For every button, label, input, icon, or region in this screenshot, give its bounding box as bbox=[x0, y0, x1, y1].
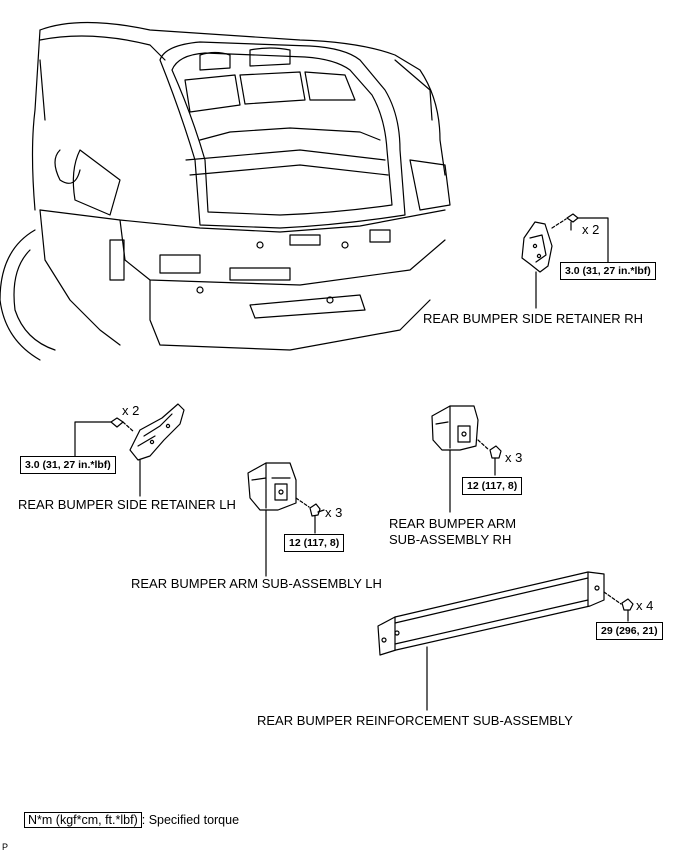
label-arm-lh: REAR BUMPER ARM SUB-ASSEMBLY LH bbox=[131, 576, 382, 591]
label-arm-rh-line2: SUB-ASSEMBLY RH bbox=[389, 532, 512, 547]
torque-arm-rh: 12 (117, 8) bbox=[462, 477, 523, 495]
label-side-retainer-lh: REAR BUMPER SIDE RETAINER LH bbox=[18, 497, 236, 512]
reinforcement-part bbox=[377, 571, 605, 656]
side-retainer-rh-dash bbox=[551, 218, 567, 229]
legend-description: : Specified torque bbox=[141, 813, 240, 827]
qty-side-retainer-rh: x 2 bbox=[582, 222, 600, 237]
qty-side-retainer-lh: x 2 bbox=[122, 403, 140, 418]
torque-side-retainer-rh: 3.0 (31, 27 in.*lbf) bbox=[560, 262, 656, 280]
label-side-retainer-rh: REAR BUMPER SIDE RETAINER RH bbox=[423, 311, 644, 326]
corner-mark: P bbox=[2, 842, 9, 852]
label-arm-rh-line1: REAR BUMPER ARM bbox=[389, 516, 517, 531]
side-retainer-rh-leader bbox=[577, 217, 609, 263]
torque-arm-lh: 12 (117, 8) bbox=[284, 534, 345, 552]
legend-units-box: N*m (kgf*cm, ft.*lbf) bbox=[24, 812, 142, 828]
reinforcement-dash bbox=[603, 591, 622, 605]
side-retainer-rh-part bbox=[521, 221, 553, 273]
side-retainer-lh-leader bbox=[74, 421, 112, 457]
qty-reinforcement: x 4 bbox=[636, 598, 654, 613]
torque-legend: N*m (kgf*cm, ft.*lbf): Specified torque bbox=[24, 812, 239, 828]
arm-rh-bolt bbox=[489, 445, 502, 459]
arm-rh-part bbox=[431, 405, 479, 451]
arm-lh-part bbox=[247, 462, 297, 511]
torque-reinforcement: 29 (296, 21) bbox=[596, 622, 663, 640]
label-reinforcement: REAR BUMPER REINFORCEMENT SUB-ASSEMBLY bbox=[257, 713, 573, 728]
qty-arm-lh: x 3 bbox=[325, 505, 343, 520]
side-retainer-rh-clip bbox=[566, 213, 579, 231]
torque-side-retainer-lh: 3.0 (31, 27 in.*lbf) bbox=[20, 456, 116, 474]
side-retainer-lh-part bbox=[129, 403, 185, 461]
side-retainer-lh-clip bbox=[110, 417, 124, 428]
arm-lh-dash bbox=[295, 497, 310, 508]
side-retainer-lh-dash bbox=[122, 421, 135, 433]
reinforcement-bolt bbox=[621, 598, 634, 611]
vehicle-rear-illustration bbox=[0, 21, 451, 361]
arm-lh-bolt bbox=[309, 503, 325, 517]
qty-arm-rh: x 3 bbox=[505, 450, 523, 465]
arm-rh-dash bbox=[477, 439, 490, 451]
